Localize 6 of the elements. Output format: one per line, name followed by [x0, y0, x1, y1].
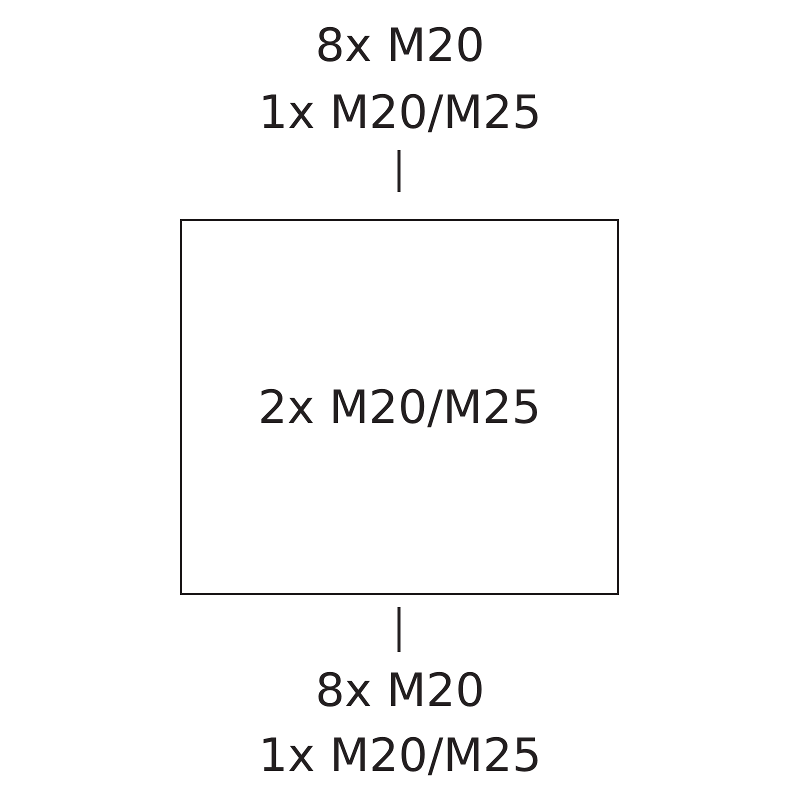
cable-entry-label: 1x M20/M25 — [257, 85, 543, 139]
rectangle-box — [180, 219, 619, 595]
cable-entry-label: 8x M20 — [314, 663, 486, 717]
box-label: 2x M20/M25 — [258, 380, 542, 434]
cable-entry-label: 8x M20 — [314, 18, 486, 72]
cable-entry-label: 1x M20/M25 — [257, 728, 543, 782]
